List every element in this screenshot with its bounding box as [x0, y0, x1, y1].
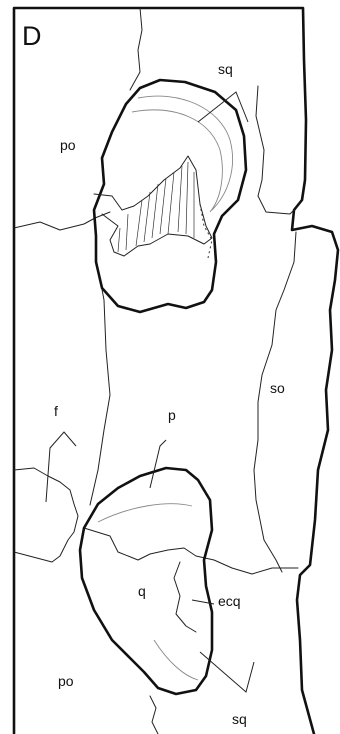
upper-inner-arc-1 [138, 96, 233, 210]
label-q: q [138, 583, 146, 599]
suture-top-vertical [130, 8, 142, 90]
upper-inner-arc-2 [132, 110, 222, 212]
lower-inner-curve [154, 640, 198, 680]
suture-ecq [174, 562, 196, 632]
leader-f [46, 432, 76, 502]
upper-hatching [118, 162, 194, 252]
suture-right-mid [254, 232, 296, 572]
panel-letter: D [22, 21, 42, 51]
lower-inner-arc [98, 504, 192, 522]
label-sq-top: sq [218, 61, 233, 77]
suture-bottom [150, 696, 158, 734]
suture-sq-frontal [256, 86, 294, 214]
label-p: p [168, 407, 176, 423]
suture-bottom-cross [84, 528, 298, 574]
specimen-outline [14, 8, 338, 734]
label-ecq: ecq [218, 593, 241, 609]
label-po-bottom: po [58, 673, 74, 689]
label-f: f [54, 403, 58, 419]
label-sq-bottom: sq [232, 711, 247, 727]
label-po-top: po [60, 137, 76, 153]
lower-fenestra-outline [80, 468, 212, 694]
leader-p [150, 440, 166, 488]
leader-sq-top [198, 92, 248, 122]
label-so: so [270, 380, 285, 396]
suture-f-left [14, 468, 78, 562]
